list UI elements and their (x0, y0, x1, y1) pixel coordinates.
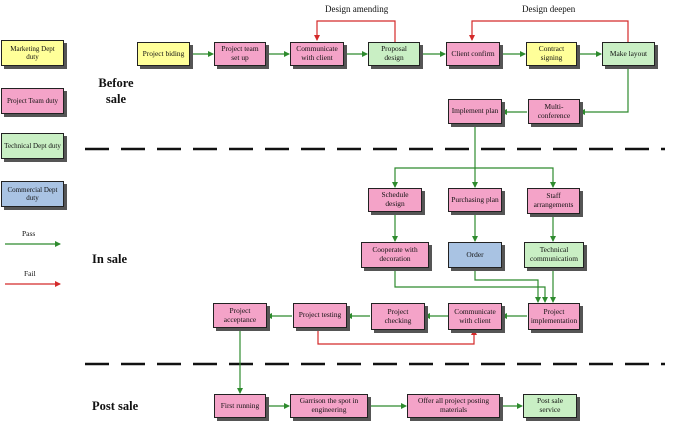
node-post-sale-service: Post sale service (523, 394, 577, 418)
node-staff-arrangements: Staff arrangements (527, 188, 580, 214)
node-project-testing: Project testing (293, 303, 347, 328)
node-communicate-with-client-1: Communicate with client (290, 42, 344, 66)
node-implement-plan: Implement plan (448, 99, 502, 124)
node-client-confirm: Client confirm (446, 42, 500, 66)
phase-post-sale: Post sale (92, 399, 139, 413)
node-first-running: First running (214, 394, 266, 418)
phase-dividers (85, 147, 665, 366)
node-order: Order (448, 242, 502, 268)
legend-team: Project Team duty (1, 88, 64, 114)
node-schedule-design: Schedule design (368, 188, 422, 212)
phase-before-line1: Before (98, 76, 134, 90)
node-garrison-the-spot: Garrison the spot in engineering (290, 394, 368, 418)
legend-commercial: Commercial Dept duty (1, 181, 64, 207)
node-cooperate-with-decoration: Cooperate with decoration (361, 242, 429, 268)
node-project-acceptance: Project acceptance (213, 303, 267, 328)
legend-fail-label: Fail (24, 269, 36, 278)
node-project-team-set-up: Project team set up (214, 42, 266, 66)
node-multi-conference: Multi-conference (528, 99, 580, 124)
legend-pass-label: Pass (22, 229, 36, 238)
node-offer-all-materials: Offer all project posting materials (407, 394, 500, 418)
node-proposal-design: Proposal design (368, 42, 420, 66)
node-project-implementation: Project implementation (528, 303, 580, 330)
node-communicate-with-client-2: Communicate with client (448, 303, 502, 330)
node-make-layout: Make layout (602, 42, 655, 66)
node-technical-communication: Technical communicatiom (524, 242, 584, 268)
fail-arrows (314, 20, 629, 345)
design-amending-label: Design amending (325, 4, 389, 14)
node-purchasing-plan: Purchasing plan (448, 188, 502, 212)
node-project-checking: Project checking (371, 303, 425, 330)
node-contract-signing: Contract signing (526, 42, 577, 66)
legend-technical: Technical Dept duty (1, 133, 64, 159)
pass-arrows (190, 51, 629, 409)
legend-arrows (5, 241, 61, 287)
phase-before-sale: Before sale (95, 76, 137, 107)
node-project-biding: Project biding (137, 42, 190, 66)
legend-marketing: Marketing Dept duty (1, 40, 64, 66)
design-deepen-label: Design deepen (522, 4, 576, 14)
phase-in-sale: In sale (92, 252, 128, 266)
phase-before-line2: sale (105, 91, 127, 106)
